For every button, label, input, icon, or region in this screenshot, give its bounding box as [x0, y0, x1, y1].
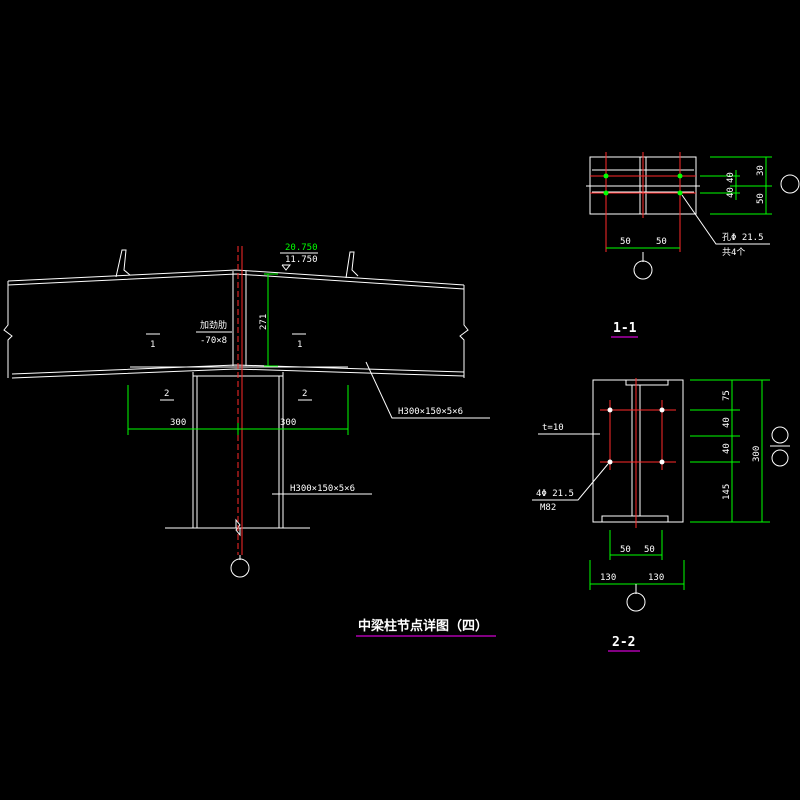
dim-271-label: 271 [259, 314, 269, 330]
beam-top-flange-outer [7, 269, 465, 286]
hole-count: 共4个 [722, 247, 745, 258]
section-2-2-axis-bubble-top [771, 426, 789, 444]
dim-2-2-145: 145 [722, 484, 732, 500]
section-mark-1-right: 1 [297, 340, 302, 350]
dim-2-2-130a: 130 [600, 573, 616, 583]
axis-bubble [230, 558, 250, 578]
dim-1-1-40a: 40 [726, 172, 736, 183]
beam-bottom-flange-outer [11, 364, 465, 375]
beam-section-leader [365, 361, 490, 419]
elevation-marker [281, 264, 292, 271]
section-mark-2-right: 2 [302, 389, 307, 399]
plate-thickness-label: t=10 [542, 423, 564, 433]
dim-2-2-50b: 50 [644, 545, 655, 555]
stiffener-size: -70×8 [200, 336, 227, 346]
column-section-label: H300×150×5×6 [290, 484, 355, 494]
section-mark-1-left: 1 [150, 340, 155, 350]
main-title: 中梁柱节点详图（四） [358, 618, 488, 634]
left-support-bracket [115, 249, 131, 278]
section-1-1-bolt [603, 190, 609, 196]
section-1-1: 40 40 30 50 50 50 孔Φ 21.5 共4个 1-1 [586, 152, 800, 338]
section-2-2-bottom-flange [601, 515, 669, 523]
bolt-grade: M82 [540, 503, 556, 513]
bolt-leader [532, 463, 609, 501]
section-1-1-bolt [677, 173, 683, 179]
section-1-1-axis-bubble [780, 174, 800, 194]
left-break-line [3, 281, 13, 378]
section-2-2-bolt [659, 407, 665, 413]
dim-2-2-50a: 50 [620, 545, 631, 555]
dim-1-1-50b: 50 [656, 237, 667, 247]
dim-2-2-40a: 40 [722, 417, 732, 428]
section-2-2-plate [592, 379, 684, 523]
dim-1-1-40b: 40 [726, 187, 736, 198]
section-2-2: 75 40 40 145 300 t=10 4Φ 21.5 M82 50 50 … [532, 378, 790, 652]
stiffener-label: 加劲肋 [200, 319, 227, 331]
dim-300-right: 300 [280, 418, 296, 428]
section-2-2-bolt [607, 459, 613, 465]
dim-1-1-50a: 50 [620, 237, 631, 247]
section-2-2-bottom-bubble [626, 592, 646, 612]
dim-2-2-130b: 130 [648, 573, 664, 583]
dim-1-1-30: 30 [756, 165, 766, 176]
section-1-1-bottom-bubble [633, 260, 653, 280]
section-2-2-bolt [607, 407, 613, 413]
elevation-top: 20.750 [285, 243, 318, 253]
section-mark-2-left: 2 [164, 389, 169, 399]
dim-300-left: 300 [170, 418, 186, 428]
main-elevation: 20.750 11.750 271 加劲肋 -70×8 1 1 2 2 300 … [3, 243, 496, 637]
beam-section-label: H300×150×5×6 [398, 407, 463, 417]
section-2-2-bolt [659, 459, 665, 465]
hole-label: 孔Φ 21.5 [722, 232, 764, 243]
dim-2-2-40b: 40 [722, 443, 732, 454]
beam-top-flange-inner [7, 273, 465, 290]
section-2-2-top-flange [625, 379, 669, 386]
hole-leader [681, 194, 770, 245]
section-2-2-axis-bubble-bottom [771, 449, 789, 467]
bolt-label: 4Φ 21.5 [536, 489, 574, 499]
beam-bottom-flange-inner [11, 368, 465, 379]
elevation-bottom: 11.750 [285, 255, 318, 265]
section-1-1-title: 1-1 [613, 321, 637, 336]
dim-2-2-75: 75 [722, 390, 732, 401]
dim-1-1-50v: 50 [756, 193, 766, 204]
section-2-2-title: 2-2 [612, 635, 635, 650]
dim-2-2-300: 300 [752, 446, 762, 462]
right-support-bracket [345, 251, 359, 279]
section-1-1-bolt [677, 190, 683, 196]
right-break-line [459, 285, 469, 378]
section-1-1-bolt [603, 173, 609, 179]
